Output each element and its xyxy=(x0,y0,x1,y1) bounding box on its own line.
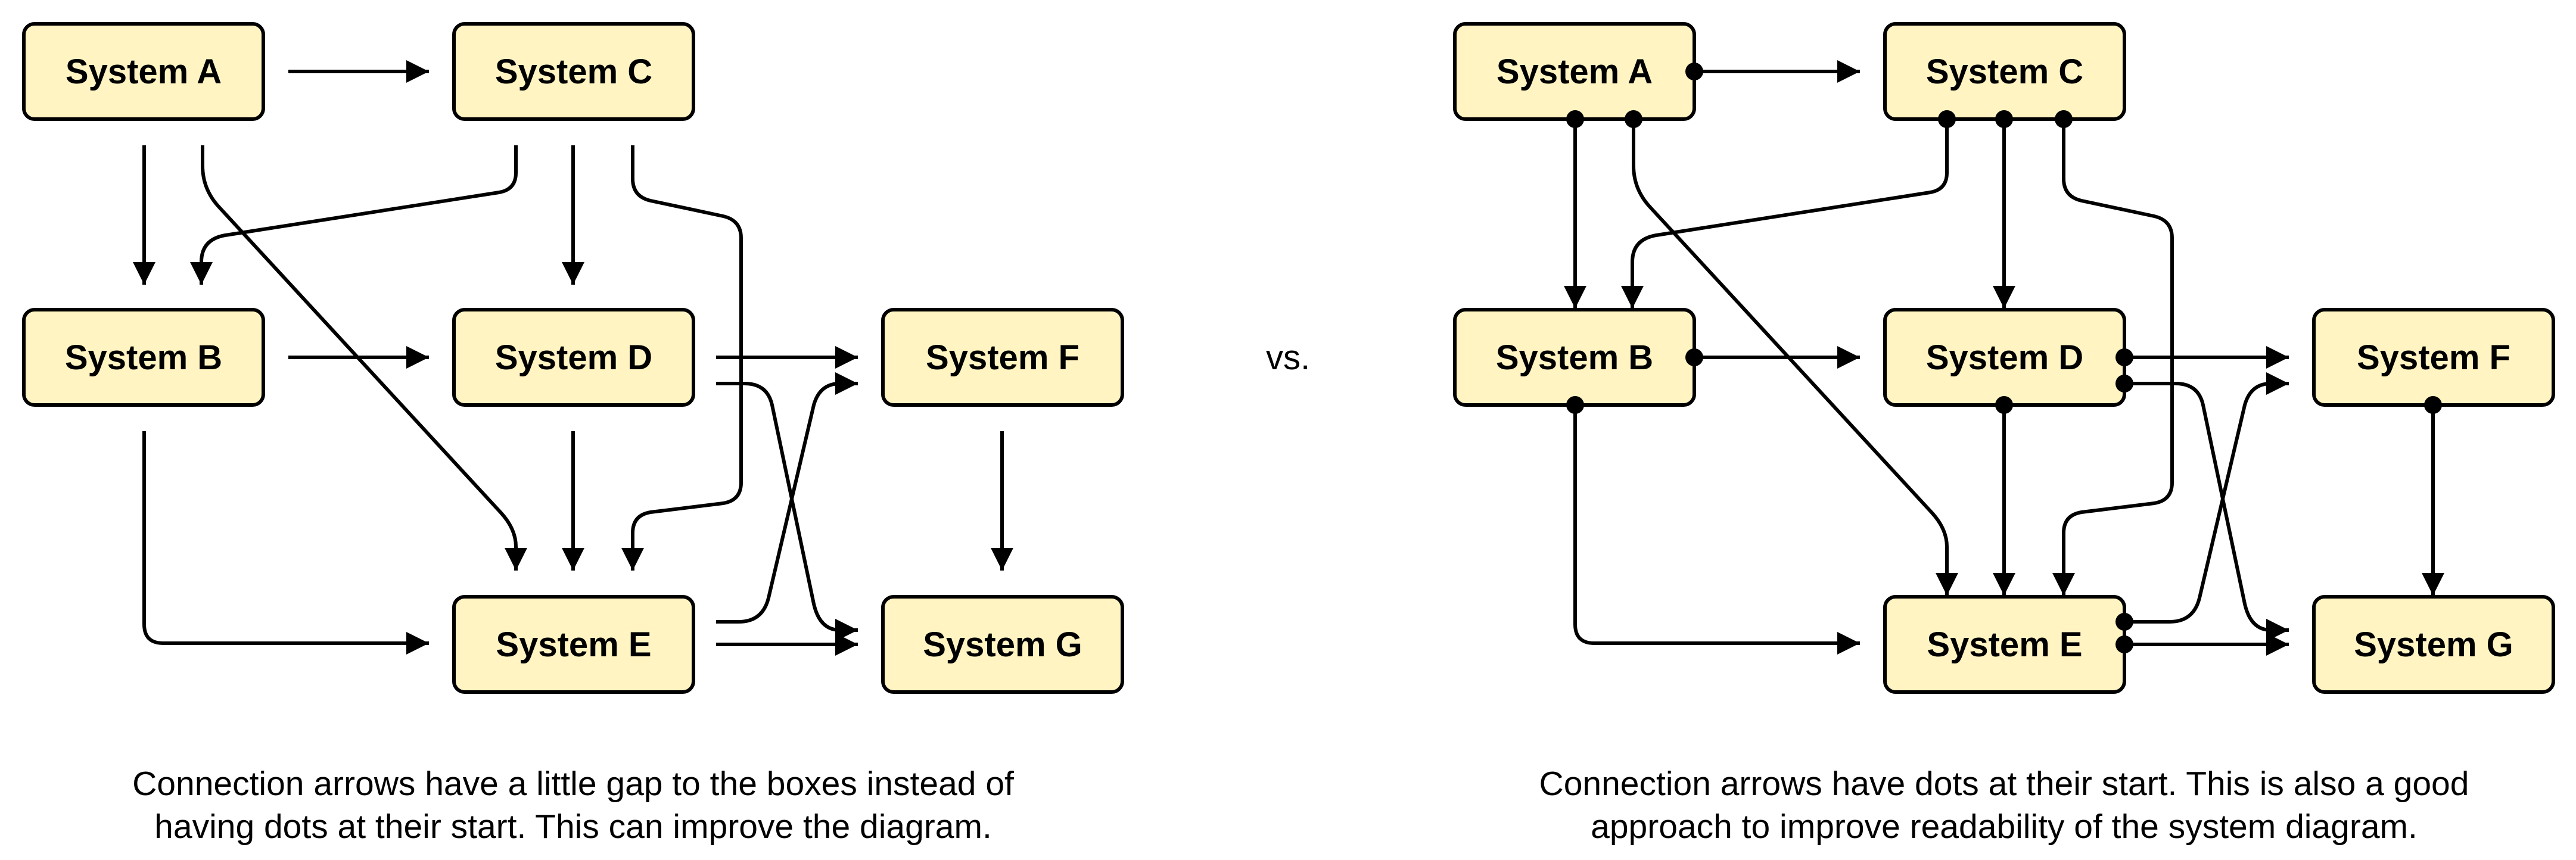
dot-e-to-f xyxy=(2115,613,2133,631)
node-right-system-g[interactable]: System G xyxy=(2312,595,2555,694)
node-left-system-f[interactable]: System F xyxy=(881,308,1124,407)
left-caption-line1: Connection arrows have a little gap to t… xyxy=(132,765,1014,803)
edge-right-c-to-e xyxy=(2052,119,2174,596)
dot-c-to-d xyxy=(1995,110,2013,128)
dot-f-to-g xyxy=(2424,396,2442,414)
node-label: System E xyxy=(496,625,651,664)
edge-left-e-to-f xyxy=(716,372,858,624)
node-label: System C xyxy=(1926,52,2083,91)
node-label: System F xyxy=(926,338,1079,377)
node-right-system-f[interactable]: System F xyxy=(2312,308,2555,407)
node-left-system-e[interactable]: System E xyxy=(452,595,695,694)
node-right-system-e[interactable]: System E xyxy=(1883,595,2126,694)
right-caption-line1: Connection arrows have dots at their sta… xyxy=(1539,765,2469,803)
node-label: System D xyxy=(495,338,652,377)
right-nodes: System A System C System B System D Syst… xyxy=(1453,22,2555,694)
vs-separator: vs. xyxy=(1266,338,1310,377)
node-label: System E xyxy=(1927,625,2082,664)
node-left-system-d[interactable]: System D xyxy=(452,308,695,407)
right-caption: Connection arrows have dots at their sta… xyxy=(1431,762,2576,848)
dot-d-to-f xyxy=(2115,348,2133,366)
node-left-system-g[interactable]: System G xyxy=(881,595,1124,694)
node-label: System C xyxy=(495,52,652,91)
edge-left-b-to-e xyxy=(142,431,429,655)
left-nodes: System A System C System B System D Syst… xyxy=(22,22,1124,694)
edge-right-a-to-e xyxy=(1632,119,1958,596)
node-right-system-a[interactable]: System A xyxy=(1453,22,1696,121)
dot-e-to-g xyxy=(2115,635,2133,653)
dot-b-to-d xyxy=(1685,348,1703,366)
edge-left-c-to-e xyxy=(621,145,743,571)
node-left-system-b[interactable]: System B xyxy=(22,308,265,407)
left-caption-line2: having dots at their start. This can imp… xyxy=(154,808,992,846)
right-diagram xyxy=(1564,60,2444,656)
start-dots xyxy=(1566,63,2442,653)
node-label: System A xyxy=(66,52,222,91)
node-label: System G xyxy=(923,625,1082,664)
dot-c-to-e xyxy=(2055,110,2073,128)
edge-left-d-to-g xyxy=(716,382,858,641)
node-left-system-a[interactable]: System A xyxy=(22,22,265,121)
edge-left-c-to-b xyxy=(190,145,518,285)
node-label: System D xyxy=(1926,338,2083,377)
right-caption-line2: approach to improve readability of the s… xyxy=(1591,808,2418,846)
node-right-system-d[interactable]: System D xyxy=(1883,308,2126,407)
dot-a-to-c xyxy=(1685,63,1703,80)
edge-right-c-to-b xyxy=(1621,119,1949,309)
node-left-system-c[interactable]: System C xyxy=(452,22,695,121)
left-diagram xyxy=(133,60,1013,656)
dot-c-to-b xyxy=(1938,110,1956,128)
dot-a-to-b xyxy=(1566,110,1584,128)
dot-d-to-e xyxy=(1995,396,2013,414)
node-right-system-b[interactable]: System B xyxy=(1453,308,1696,407)
dot-a-to-e xyxy=(1625,110,1642,128)
dot-b-to-e xyxy=(1566,396,1584,414)
node-label: System G xyxy=(2354,625,2513,664)
left-caption: Connection arrows have a little gap to t… xyxy=(0,762,1146,848)
edge-right-b-to-e xyxy=(1573,405,1860,655)
edge-right-d-to-g xyxy=(2124,382,2289,641)
node-label: System A xyxy=(1497,52,1653,91)
dot-d-to-g xyxy=(2115,375,2133,392)
edge-left-a-to-e xyxy=(201,145,527,571)
edge-right-e-to-f xyxy=(2124,372,2289,624)
node-right-system-c[interactable]: System C xyxy=(1883,22,2126,121)
node-label: System B xyxy=(65,338,222,377)
node-label: System B xyxy=(1496,338,1653,377)
node-label: System F xyxy=(2357,338,2510,377)
